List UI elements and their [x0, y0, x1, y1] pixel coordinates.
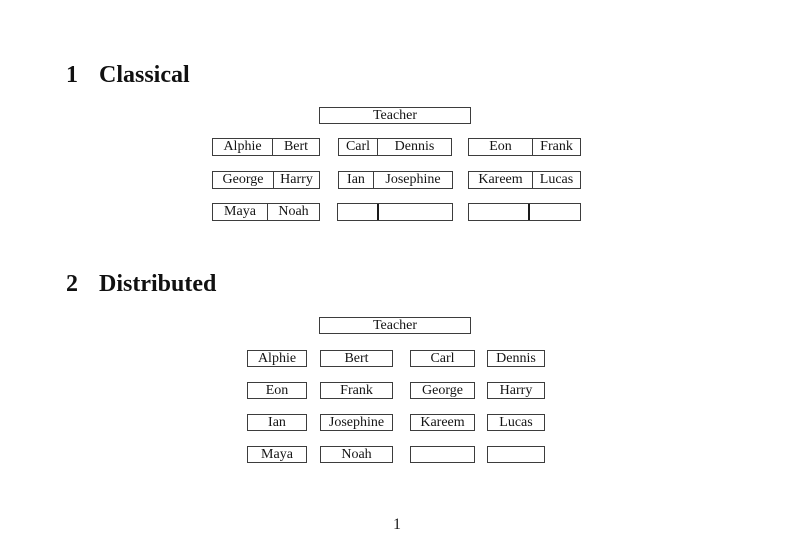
seat-right: Noah: [278, 204, 309, 219]
seat-box: Maya: [247, 446, 307, 463]
seat-right: Lucas: [539, 172, 574, 187]
seat-box: Lucas: [487, 414, 545, 431]
seat-left: Eon: [469, 139, 533, 155]
seat-box: Noah: [320, 446, 393, 463]
seat-box: Josephine: [320, 414, 393, 431]
desk: Maya Noah: [212, 203, 320, 221]
section-number: 1: [66, 62, 78, 88]
section-heading-classical: 1 Classical: [66, 63, 190, 87]
desk: Kareem Lucas: [468, 171, 581, 189]
teacher-box: Teacher: [319, 107, 471, 124]
section-title: Classical: [99, 62, 190, 88]
seat-box: Kareem: [410, 414, 475, 431]
seat-right: Frank: [540, 139, 573, 154]
teacher-box: Teacher: [319, 317, 471, 334]
desk-empty: [468, 203, 581, 221]
seat-left-empty: [338, 204, 379, 220]
seat-box: Bert: [320, 350, 393, 367]
seat-right: Dennis: [394, 139, 435, 154]
seat-left: Alphie: [213, 139, 273, 155]
desk: George Harry: [212, 171, 320, 189]
seat-box-empty: [410, 446, 475, 463]
desk: Carl Dennis: [338, 138, 452, 156]
seat-left: Maya: [213, 204, 268, 220]
desk: Ian Josephine: [338, 171, 453, 189]
seat-box: Dennis: [487, 350, 545, 367]
seat-box: Ian: [247, 414, 307, 431]
desk: Eon Frank: [468, 138, 581, 156]
section-title: Distributed: [99, 271, 217, 297]
seat-box: Frank: [320, 382, 393, 399]
seat-left: George: [213, 172, 274, 188]
seat-right: Harry: [280, 172, 313, 187]
seat-box-empty: [487, 446, 545, 463]
seat-left: Ian: [339, 172, 374, 188]
desk-empty: [337, 203, 453, 221]
seat-right: Bert: [283, 139, 309, 154]
seat-box: Eon: [247, 382, 307, 399]
seat-box: Alphie: [247, 350, 307, 367]
seat-left: Carl: [339, 139, 378, 155]
page-number: 1: [393, 516, 401, 533]
seat-box: George: [410, 382, 475, 399]
seat-box: Carl: [410, 350, 475, 367]
seat-left: Kareem: [469, 172, 533, 188]
seat-box: Harry: [487, 382, 545, 399]
seat-right-empty: [530, 204, 580, 220]
seat-right: Josephine: [385, 172, 441, 187]
section-number: 2: [66, 271, 78, 297]
seat-left-empty: [469, 204, 530, 220]
seat-right-empty: [379, 204, 452, 220]
desk: Alphie Bert: [212, 138, 320, 156]
section-heading-distributed: 2 Distributed: [66, 272, 216, 296]
